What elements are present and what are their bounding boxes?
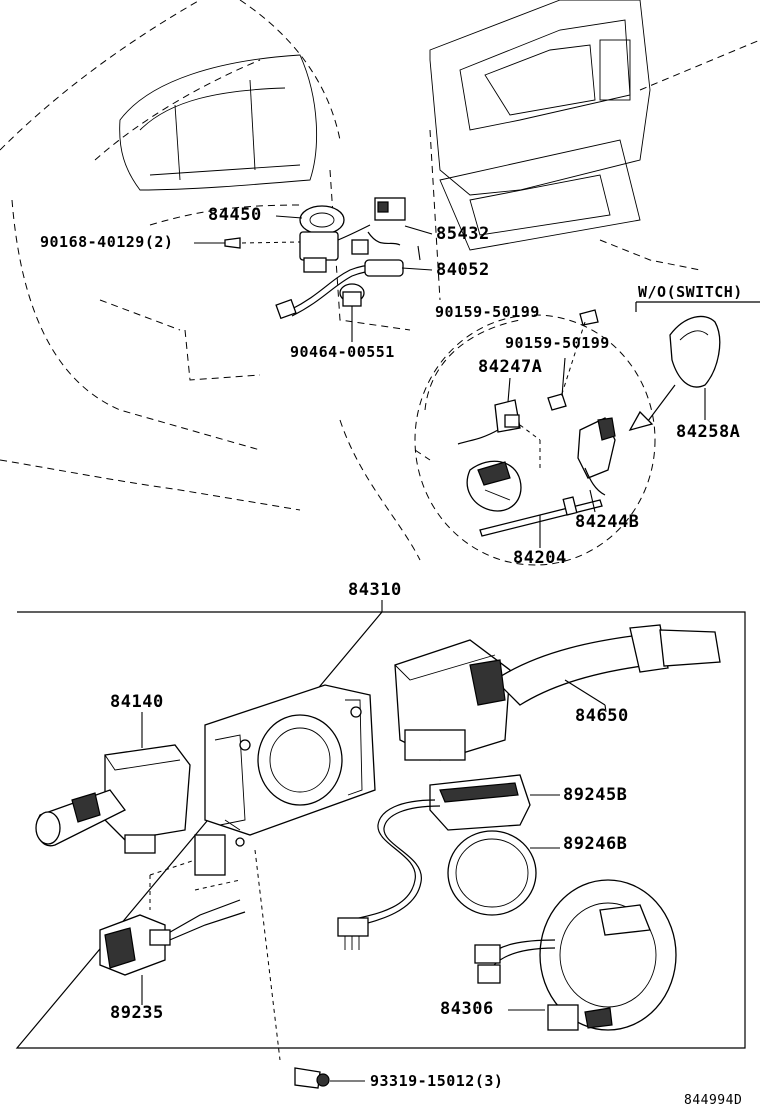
label-89245b: 89245B xyxy=(563,785,628,805)
ignition-switch-graphic xyxy=(299,197,406,273)
label-90168-40129: 90168-40129(2) xyxy=(40,233,174,251)
screw-93319-graphic xyxy=(254,849,365,1089)
spiral-cable-graphic xyxy=(474,879,677,1031)
switch-89235-graphic xyxy=(99,859,246,1005)
label-90464-00551: 90464-00551 xyxy=(290,343,395,361)
ring-89246b-graphic xyxy=(447,830,560,916)
dashboard-outline xyxy=(0,0,760,561)
label-84052: 84052 xyxy=(436,260,490,280)
label-84204: 84204 xyxy=(513,548,567,568)
label-90159-50199-a: 90159-50199 xyxy=(435,303,540,321)
label-84140: 84140 xyxy=(110,692,164,712)
instrument-cluster xyxy=(119,54,318,191)
illustration-code: 844994D xyxy=(684,1093,743,1108)
label-93319-15012: 93319-15012(3) xyxy=(370,1072,504,1090)
harness-84052-graphic xyxy=(275,259,404,320)
leader-lines-top xyxy=(194,215,433,342)
center-console xyxy=(429,0,651,251)
label-84244b: 84244B xyxy=(575,512,640,532)
label-90159-50199-b: 90159-50199 xyxy=(505,334,610,352)
sensor-89245b-graphic xyxy=(337,774,560,950)
label-85432: 85432 xyxy=(436,224,490,244)
screw-90168-graphic xyxy=(224,237,301,249)
label-89246b: 89246B xyxy=(563,834,628,854)
label-84306: 84306 xyxy=(440,999,494,1019)
label-84650: 84650 xyxy=(575,706,629,726)
label-84450: 84450 xyxy=(208,205,262,225)
label-84247a: 84247A xyxy=(478,357,543,377)
assembly-84310-frame xyxy=(15,600,746,1049)
label-89235: 89235 xyxy=(110,1003,164,1023)
turn-signal-switch-graphic xyxy=(35,712,191,854)
label-wo-switch: W/O(SWITCH) xyxy=(638,283,743,301)
label-84258a: 84258A xyxy=(676,422,741,442)
wiper-switch-graphic xyxy=(394,624,721,761)
label-84310: 84310 xyxy=(348,580,402,600)
cover-84258a-graphic xyxy=(628,301,760,432)
steering-wheel-area xyxy=(414,309,656,566)
column-bracket-graphic xyxy=(194,684,376,876)
